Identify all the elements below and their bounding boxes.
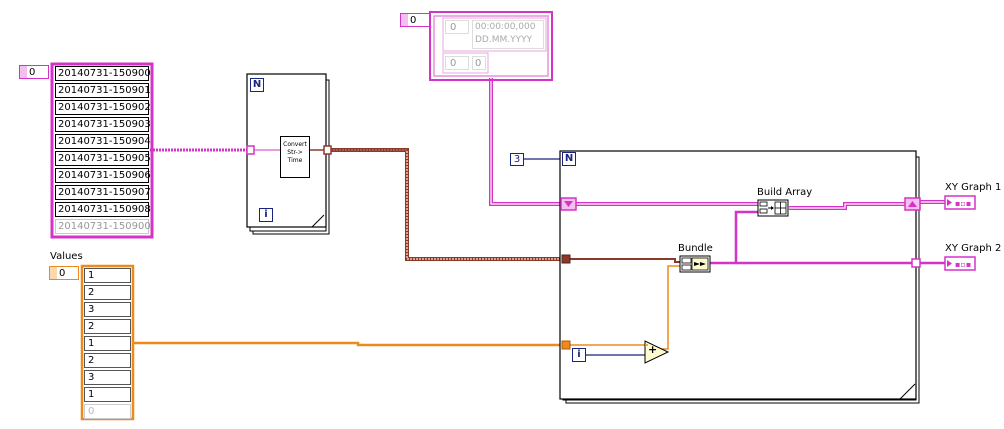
bundle-node[interactable]: [679, 255, 711, 273]
string-array-element[interactable]: 20140731-150907: [55, 185, 151, 200]
string-array-element[interactable]: 20140731-150906: [55, 168, 151, 183]
values-array-element[interactable]: 1: [84, 268, 131, 283]
values-array-element[interactable]: 2: [84, 319, 131, 334]
timestamp-date: DD.MM.YYYY: [475, 35, 533, 45]
timestamp-constant[interactable]: 00:00:00,000 DD.MM.YYYY: [472, 20, 544, 49]
timestamp-time: 00:00:00,000: [475, 22, 536, 32]
string-array-element[interactable]: 20140731-150904: [55, 134, 151, 149]
loop1-count-terminal[interactable]: N: [250, 78, 264, 92]
loop2-iteration-terminal[interactable]: i: [572, 348, 586, 362]
loop1-input-tunnel[interactable]: [246, 145, 255, 155]
values-array-element[interactable]: 1: [84, 336, 131, 351]
values-array-element[interactable]: 1: [84, 387, 131, 402]
svg-text:▪▫▪: ▪▫▪: [955, 199, 971, 208]
string-array-element[interactable]: 20140731-150902: [55, 100, 151, 115]
timestamp-array-index[interactable]: 0: [445, 20, 469, 34]
build-array-node[interactable]: [757, 199, 789, 217]
string-array-element[interactable]: 20140731-150905: [55, 151, 151, 166]
values-array-element[interactable]: 0: [84, 404, 131, 419]
cluster-array-frame: [429, 11, 553, 81]
svg-text:▪▫▪: ▪▫▪: [955, 260, 971, 269]
loop2-count-constant[interactable]: 3: [510, 153, 524, 166]
xy-graph-2-terminal[interactable]: ▪▫▪: [944, 256, 976, 271]
add-symbol: +: [648, 343, 658, 356]
numeric-constant-value: 0: [475, 58, 482, 69]
add-function[interactable]: [644, 340, 670, 364]
xy2-output-tunnel[interactable]: [911, 258, 921, 268]
subvi-label: Convert Str-> Time: [283, 141, 307, 164]
numeric-array-index[interactable]: 0: [445, 56, 469, 70]
shift-register-right[interactable]: [904, 197, 921, 211]
values-auto-index-tunnel[interactable]: [561, 340, 571, 350]
values-array-element[interactable]: 2: [84, 353, 131, 368]
numeric-constant[interactable]: 0: [472, 56, 486, 70]
values-array-element[interactable]: 2: [84, 285, 131, 300]
xy-graph-1-terminal[interactable]: ▪▫▪: [944, 195, 976, 210]
string-array-element[interactable]: 20140731-150900: [55, 66, 151, 81]
string-array-element[interactable]: 20140731-150900: [55, 219, 151, 234]
values-array-frame: [80, 264, 135, 421]
convert-str-time-subvi[interactable]: Convert Str-> Time: [280, 136, 310, 178]
string-array-index-value: 0: [29, 67, 36, 78]
string-array-element[interactable]: 20140731-150901: [55, 83, 151, 98]
string-array-element[interactable]: 20140731-150908: [55, 202, 151, 217]
loop2-count-terminal[interactable]: N: [562, 152, 576, 166]
cluster-array-index-value: 0: [410, 15, 417, 26]
values-array-index-value: 0: [59, 268, 66, 279]
values-array-element[interactable]: 3: [84, 370, 131, 385]
values-array-index[interactable]: 0: [49, 266, 79, 280]
bundle-label: Bundle: [678, 243, 713, 254]
numeric-array-index-value: 0: [450, 58, 457, 69]
values-label: Values: [50, 251, 83, 262]
timestamp-array-index-value: 0: [450, 22, 457, 33]
values-array-element[interactable]: 3: [84, 302, 131, 317]
build-array-label: Build Array: [757, 187, 813, 198]
xy-graph-2-label: XY Graph 2: [945, 243, 1002, 254]
loop1-output-tunnel[interactable]: [323, 145, 332, 155]
string-array-frame: [50, 62, 154, 239]
loop1-iteration-terminal[interactable]: i: [259, 208, 273, 222]
string-array-index[interactable]: 0: [19, 65, 49, 79]
cluster-array-index[interactable]: 0: [400, 13, 430, 27]
shift-register-left[interactable]: [560, 197, 577, 211]
string-array-element[interactable]: 20140731-150903: [55, 117, 151, 132]
for-loop-2[interactable]: [559, 150, 920, 404]
xy-graph-1-label: XY Graph 1: [945, 182, 1002, 193]
timestamp-auto-index-tunnel[interactable]: [561, 254, 571, 264]
